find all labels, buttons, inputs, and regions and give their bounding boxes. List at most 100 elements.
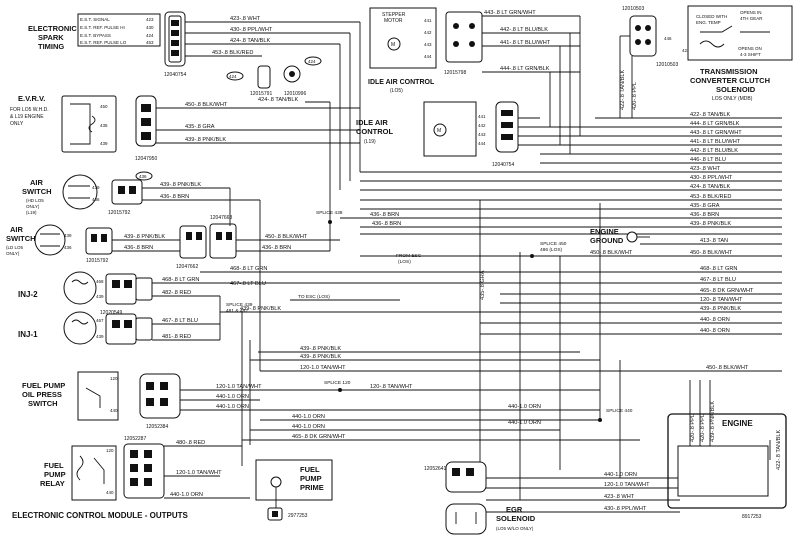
right-bus-lines [260, 117, 782, 372]
svg-text:OIL PRESS: OIL PRESS [22, 390, 62, 399]
svg-text:INJ-1: INJ-1 [18, 330, 38, 339]
splice-450: SPLICE 450 486 (LOS) FROM ESC (LOS) 450-… [360, 241, 633, 300]
svg-text:12015798: 12015798 [444, 70, 466, 76]
air-conn-12047663: 12047663 12047662 450-.8 BLK/WHT 436-.8 … [176, 188, 340, 371]
svg-text:12052384: 12052384 [146, 424, 168, 430]
svg-text:467: 467 [96, 318, 104, 323]
svg-text:(HD LO5: (HD LO5 [26, 198, 44, 203]
wire-label: 453-.8 BLK/RED [690, 194, 731, 200]
svg-text:481 & 482: 481 & 482 [226, 308, 248, 314]
svg-text:ONLY: ONLY [10, 121, 24, 127]
wire-label: 441-.8 LT BLU/WHT [690, 139, 741, 145]
svg-text:TIMING: TIMING [38, 42, 64, 51]
svg-text:453: 453 [146, 40, 154, 45]
svg-text:SWITCH: SWITCH [28, 399, 58, 408]
svg-text:443: 443 [424, 42, 432, 47]
svg-text:120: 120 [110, 376, 118, 381]
svg-text:439: 439 [96, 294, 104, 299]
svg-text:CLOSED WITH: CLOSED WITH [696, 14, 727, 19]
wire-label: 440-.8 ORN [700, 328, 730, 334]
svg-text:CONVERTER CLUTCH: CONVERTER CLUTCH [690, 76, 770, 85]
svg-text:436-.8 BRN: 436-.8 BRN [160, 194, 189, 200]
svg-text:482-.8 RED: 482-.8 RED [162, 290, 191, 296]
svg-text:AIR: AIR [10, 225, 24, 234]
svg-text:(L19): (L19) [364, 139, 376, 145]
iac-lo5: STEPPER MOTOR M 441 442 443 444 IDLE AIR… [368, 7, 581, 154]
est-component: ELECTRONIC SPARK TIMING E.S.T. SIGNAL E.… [28, 11, 290, 78]
svg-text:TO ESC (LOS): TO ESC (LOS) [298, 294, 330, 300]
footer-title: ELECTRONIC CONTROL MODULE - OUTPUTS [12, 511, 189, 520]
tcc-solenoid: 12010503 446 422 12010503 OPENS IN 4TH G… [619, 5, 793, 118]
svg-text:12047663: 12047663 [210, 215, 232, 221]
svg-text:436: 436 [92, 197, 100, 202]
svg-text:FOR LO5 W.H.D.: FOR LO5 W.H.D. [10, 107, 49, 113]
svg-text:TRANSMISSION: TRANSMISSION [700, 67, 758, 76]
engine-connector: ENGINE 8917253 420-.8 PPL 420-.8 PPL 439… [667, 380, 787, 520]
wire-label: 443-.8 LT GRN/WHT [690, 130, 742, 136]
svg-text:SOLENOID: SOLENOID [496, 514, 536, 523]
svg-text:443: 443 [478, 132, 486, 137]
svg-text:SPLICE 439: SPLICE 439 [226, 302, 253, 308]
svg-text:440-1.0 ORN: 440-1.0 ORN [216, 404, 249, 410]
wire-label: 444-.8 LT GRN/BLK [690, 121, 740, 127]
svg-text:120-1.0 TAN/WHT: 120-1.0 TAN/WHT [216, 384, 262, 390]
svg-text:E.S.T. SIGNAL: E.S.T. SIGNAL [80, 17, 110, 22]
svg-text:436-.8 BRN: 436-.8 BRN [262, 245, 291, 251]
svg-text:439-.8 PNK/BLK: 439-.8 PNK/BLK [185, 137, 226, 143]
svg-text:E.S.T. REF. PULSE HI: E.S.T. REF. PULSE HI [80, 25, 125, 30]
svg-text:450-.8 BLK/WHT: 450-.8 BLK/WHT [185, 102, 228, 108]
svg-text:12052287: 12052287 [124, 436, 146, 442]
svg-text:468-.8 LT GRN: 468-.8 LT GRN [162, 277, 199, 283]
svg-text:439: 439 [92, 185, 100, 190]
svg-text:465-.8 DK GRN/WHT: 465-.8 DK GRN/WHT [292, 434, 346, 440]
svg-text:INJ-2: INJ-2 [18, 290, 38, 299]
wire-label: 440-.8 ORN [700, 317, 730, 323]
svg-text:SOLENOID: SOLENOID [716, 85, 756, 94]
egr-solenoid: 12052641 EGR SOLENOID (LO5 W/LO ONLY) 44… [424, 461, 680, 535]
svg-text:444: 444 [478, 141, 486, 146]
svg-text:468-.8 LT GRN: 468-.8 LT GRN [230, 266, 267, 272]
svg-text:M: M [437, 128, 441, 134]
air-switch-2: AIR SWITCH (LD LO5 ONLY) 439 436 1201579… [6, 224, 180, 264]
wire-label: 436-.8 BRN [690, 212, 719, 218]
fuel-pump-prime: FUEL PUMP PRIME 2977253 [255, 459, 333, 521]
svg-text:12047950: 12047950 [135, 156, 157, 162]
svg-text:OPENS ON: OPENS ON [738, 46, 762, 51]
svg-text:EGR: EGR [506, 505, 523, 514]
svg-text:ONLY): ONLY) [26, 204, 40, 209]
svg-text:453-.8 BLK/RED: 453-.8 BLK/RED [212, 50, 253, 56]
wire-label: 413-.8 TAN [700, 238, 728, 244]
svg-text:439: 439 [100, 141, 108, 146]
svg-text:436-.8 BRN: 436-.8 BRN [372, 221, 401, 227]
svg-text:440-1.0 ORN: 440-1.0 ORN [508, 404, 541, 410]
svg-text:435: 435 [100, 123, 108, 128]
svg-text:PUMP: PUMP [300, 474, 322, 483]
svg-text:430-.8 PPL/WHT: 430-.8 PPL/WHT [604, 506, 647, 512]
svg-text:SPLICE 450: SPLICE 450 [540, 241, 567, 247]
svg-text:MOTOR: MOTOR [384, 18, 403, 24]
svg-text:12015792: 12015792 [86, 258, 108, 264]
wire-label: 446-.8 LT BLU [690, 157, 726, 163]
svg-text:423: 423 [146, 17, 154, 22]
svg-text:430: 430 [146, 25, 154, 30]
wire-label: 422-.8 TAN/BLK [690, 112, 730, 118]
svg-text:440-1.0 ORN: 440-1.0 ORN [508, 420, 541, 426]
air-switch-1: AIR SWITCH (HD LO5 ONLY) (L19) 439 436 1… [22, 171, 230, 216]
svg-text:(LOS): (LOS) [398, 259, 411, 265]
svg-text:E.S.T. REF. PULSE LO: E.S.T. REF. PULSE LO [80, 40, 127, 45]
svg-text:420-.8 PPL: 420-.8 PPL [700, 414, 706, 442]
svg-text:422: 422 [682, 48, 690, 53]
svg-text:422-.8 TAN/BLK: 422-.8 TAN/BLK [620, 70, 626, 110]
svg-text:12010503: 12010503 [622, 6, 644, 12]
engine-ground: ENGINE GROUND [590, 227, 650, 245]
svg-text:441: 441 [424, 18, 432, 23]
small-connectors-top: 12015791 12010996 424 424 424-.8 TAN/BLK [226, 21, 361, 200]
svg-text:ONLY): ONLY) [6, 251, 20, 256]
svg-text:FUEL PUMP: FUEL PUMP [22, 381, 65, 390]
svg-text:4TH GEAR: 4TH GEAR [740, 16, 763, 21]
svg-text:467-.8 LT BLU: 467-.8 LT BLU [162, 318, 198, 324]
wire-label: 450-.8 BLK/WHT [690, 250, 733, 256]
right-wire-labels: 422-.8 TAN/BLK 444-.8 LT GRN/BLK 443-.8 … [690, 112, 754, 371]
svg-text:PUMP: PUMP [44, 470, 66, 479]
